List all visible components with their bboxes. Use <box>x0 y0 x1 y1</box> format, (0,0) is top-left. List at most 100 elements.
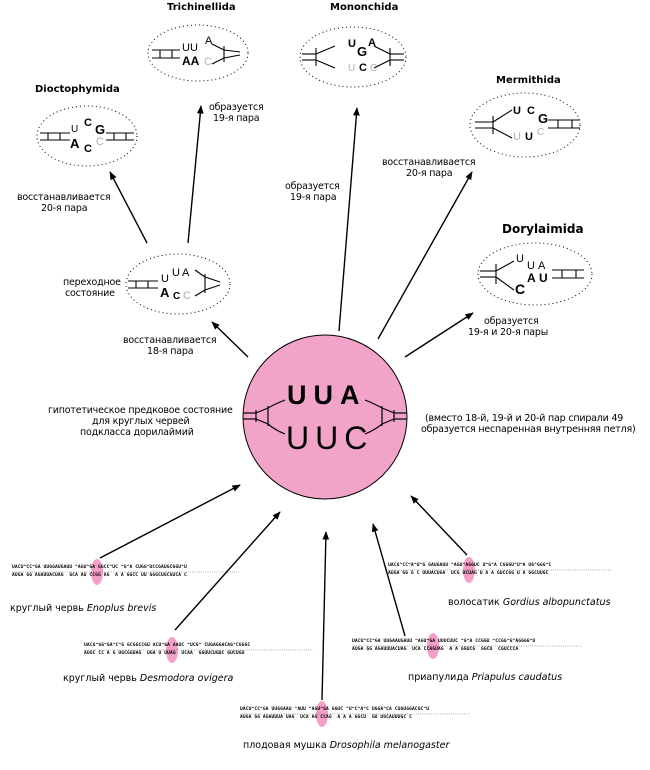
priapulus-common: приапулида <box>408 672 469 683</box>
priapulus-sequence-top: UACU^CC^GA UUGAAUGAUU ^AGU^GA UUUCUUC ^G… <box>352 639 536 644</box>
central-top-nucleotides: UUA <box>287 380 367 410</box>
desmodora-sequence-top: UACG^GG^GA^C^G GCGGCCGU ACU^GA AAUC ^UCG… <box>84 643 251 648</box>
dorylaimida-helix-icon <box>480 260 584 291</box>
ancestral-label-3: подкласса дорилаймий <box>80 427 194 438</box>
ancestral-label-2: для круглых червей <box>92 416 190 427</box>
dio-bottom2: C <box>84 143 92 155</box>
arrow-drosophila <box>321 531 330 701</box>
arrow-gordius <box>410 495 468 556</box>
mon-transition-2: 19-я пара <box>290 192 337 203</box>
dio-top: U <box>71 124 79 135</box>
transition-helix-icon <box>128 269 221 297</box>
arrow-priapulus <box>371 523 406 637</box>
dor-bottom: C <box>515 281 526 297</box>
tr-bottom-faded: C <box>183 290 191 302</box>
gordius-sequence-top: UACG^CC^A^U^G GAUGAUU ^AGU^AGGUC U^G^A C… <box>388 563 552 568</box>
trich-top: UU <box>182 42 198 54</box>
gordius-latin: Gordius albopunctatus <box>502 597 611 608</box>
enoplus-highlight <box>91 559 103 585</box>
arrow-desmodora <box>174 511 281 631</box>
title-dorylaimida: Dorylaimida <box>502 222 584 236</box>
loop-note-1: (вместо 18-й, 19-й и 20-й пар спирали 49 <box>425 413 624 424</box>
tr-top3: A <box>182 267 190 279</box>
arrow-to-transition <box>211 321 249 358</box>
desmodora-common: круглый червь <box>63 673 137 684</box>
desmodora-sequence-bottom: AUGC CC A G UGCGGUAG UGA U UUAG UCAA GGU… <box>84 651 245 656</box>
dor-transition-2: 19-я и 20-я пары <box>468 327 549 338</box>
title-trichinellida: Trichinellida <box>167 2 236 13</box>
priapulus-label: приапулида Priapulus caudatus <box>408 672 562 683</box>
mon-mid: G <box>357 44 368 59</box>
priapulus-latin: Priapulus caudatus <box>471 672 563 683</box>
to-transition-2: 18-я пара <box>147 346 194 357</box>
dio-top3: G <box>95 122 106 137</box>
dio-transition-1: восстанавливается <box>17 192 111 203</box>
transition-state-1: переходное <box>63 277 121 288</box>
transition-state-ellipse <box>125 253 231 315</box>
gordius-highlight <box>463 557 475 583</box>
mon-bottom: C <box>359 62 367 74</box>
gordius-label: волосатик Gordius albopunctatus <box>448 597 610 608</box>
transition-state-2: состояние <box>65 288 115 299</box>
mononchida-helix-icon <box>302 45 404 69</box>
drosophila-label: плодовая мушка Drosophila melanogaster <box>243 740 449 751</box>
dorylaimida-ellipse <box>477 242 593 306</box>
tr-bottom2: C <box>173 291 181 302</box>
trich-top-extra: A <box>205 35 213 47</box>
enoplus-latin: Enoplus brevis <box>86 603 157 614</box>
arrow-transition-to-dioctophymida <box>109 171 148 244</box>
arrow-to-mononchida <box>338 107 360 332</box>
tr-bottom: A <box>160 285 170 300</box>
mer-top2: C <box>527 105 535 117</box>
mermithida-helix-icon <box>475 109 580 139</box>
desmodora-latin: Desmodora ovigera <box>139 673 234 684</box>
arrow-transition-to-trichinellida <box>187 105 204 244</box>
title-dioctophymida: Dioctophymida <box>35 84 120 95</box>
arrow-to-dorylaimida <box>404 312 474 358</box>
enoplus-sequence-bottom: AUGA GG AGAUUACUAG GCA AU CCGG AG A A GG… <box>12 573 187 578</box>
mer-top: U <box>513 105 521 117</box>
trich-transition-1: образуется <box>209 102 264 113</box>
dor-bottom3: U <box>539 271 548 285</box>
mer-bottom-faded-left: U <box>513 131 521 143</box>
tr-top: U <box>161 273 169 285</box>
ancestral-label-1: гипотетическое предковое состояние <box>48 405 233 416</box>
enoplus-sequence-top: UACU^CC^GA UUGGAUGAUU ^AGU^GA GGCC^UC ^G… <box>12 565 187 570</box>
desmodora-label: круглый червь Desmodora ovigera <box>63 673 233 684</box>
dio-top2: C <box>84 117 92 129</box>
central-left-helix-icon <box>243 399 286 435</box>
ancestral-state-circle <box>242 334 408 500</box>
loop-note-2: образуется неспаренная внутренняя петля) <box>421 424 636 435</box>
enoplus-label: круглый червь Enoplus brevis <box>10 603 156 614</box>
trichinellida-ellipse <box>147 24 249 82</box>
mer-top3: G <box>538 111 549 126</box>
drosophila-common: плодовая мушка <box>243 740 327 751</box>
central-right-helix-icon <box>364 399 407 435</box>
dor-top2: U <box>527 260 535 272</box>
title-mononchida: Mononchida <box>330 2 399 13</box>
enoplus-common: круглый червь <box>10 603 84 614</box>
gordius-sequence-bottom: AUGA GG G C UUUACUGA UCG UCUAG U A A GUC… <box>388 571 549 576</box>
trich-bottom: AA <box>182 54 200 68</box>
dioctophymida-helix-icon <box>40 132 134 141</box>
arrow-enoplus <box>99 484 241 559</box>
dor-transition-1: образуется <box>484 316 539 327</box>
dio-transition-2: 20-я пара <box>41 203 88 214</box>
mon-top: U <box>348 38 356 50</box>
mer-transition-1: восстанавливается <box>382 157 476 168</box>
priapulus-sequence-bottom: AUGA GG AGAUUUACUAG UCA CCAGUAG A A GGUC… <box>352 647 519 652</box>
central-bottom-nucleotides: UUC <box>286 420 374 456</box>
dor-bottom2: A <box>527 271 536 285</box>
mononchida-ellipse <box>299 26 407 88</box>
dio-bottom: A <box>70 136 80 151</box>
dio-bottom-faded: C <box>96 136 104 148</box>
dor-top3: A <box>538 260 546 272</box>
mer-bottom-faded: C <box>537 127 545 138</box>
dor-top: U <box>516 253 524 265</box>
mon-transition-1: образуется <box>285 181 340 192</box>
gordius-common: волосатик <box>448 597 500 608</box>
mon-bottom-faded-left: U <box>348 63 356 74</box>
mer-transition-2: 20-я пара <box>406 168 453 179</box>
